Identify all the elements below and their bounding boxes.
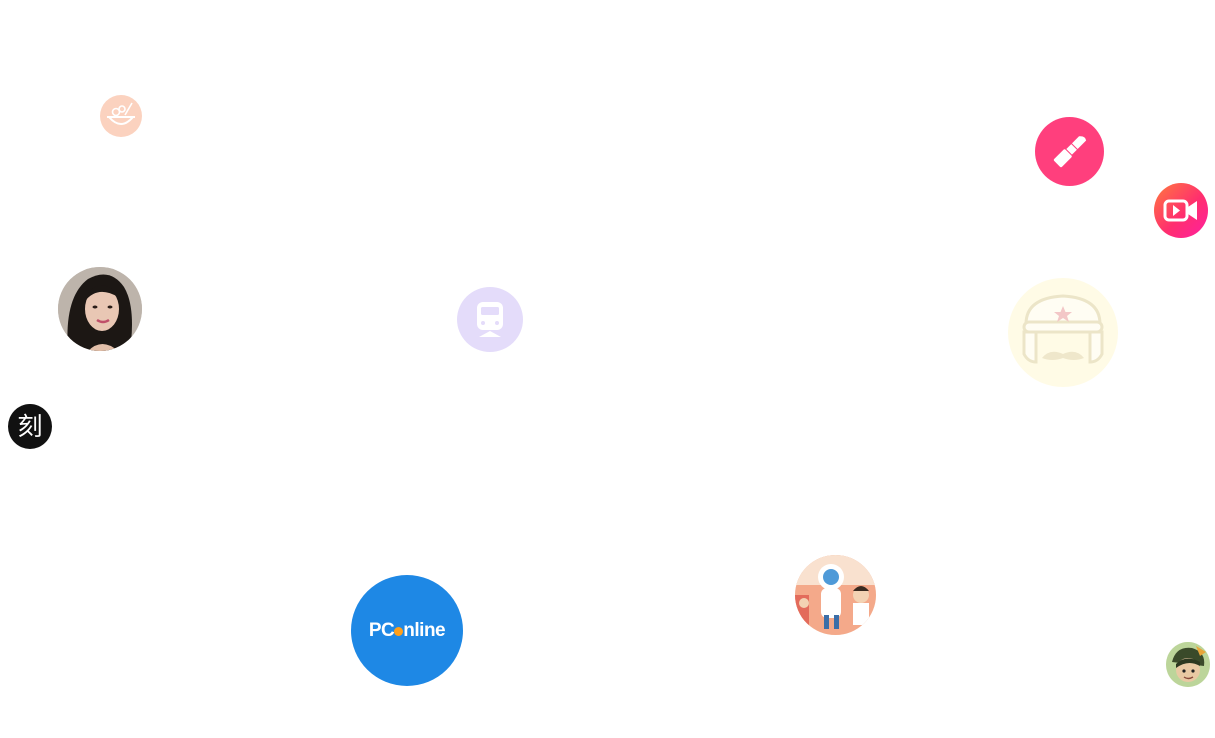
- bowl-icon: [106, 102, 136, 125]
- game-character-icon: [1166, 642, 1210, 687]
- game-character-app-icon[interactable]: [1166, 642, 1210, 687]
- pconline-o-dot: [394, 627, 404, 636]
- person-photo-icon: [58, 267, 142, 351]
- video-camera-app-icon[interactable]: [1154, 183, 1208, 238]
- pconline-text-pc: PC: [368, 619, 395, 641]
- cartoon-icon: [795, 555, 876, 635]
- train-app-icon[interactable]: [457, 287, 523, 352]
- portrait-avatar[interactable]: [58, 267, 142, 351]
- train-icon: [477, 302, 503, 337]
- ke-glyph: 刻: [17, 412, 43, 441]
- hat-mustache-icon: [1022, 294, 1104, 364]
- pconline-logo-text: PC nline: [368, 619, 446, 642]
- pconline-text-nline: nline: [403, 619, 446, 641]
- video-camera-icon: [1163, 199, 1197, 222]
- lipstick-app-icon[interactable]: [1035, 117, 1104, 186]
- food-bowl-app-icon[interactable]: [100, 95, 142, 137]
- ushanka-mustache-app-icon[interactable]: [1008, 278, 1118, 387]
- lipstick-icon: [1053, 136, 1087, 168]
- pconline-app-icon[interactable]: PC nline: [351, 575, 463, 686]
- ke-app-icon[interactable]: 刻: [8, 404, 52, 449]
- cartoon-characters-app-icon[interactable]: [795, 555, 876, 635]
